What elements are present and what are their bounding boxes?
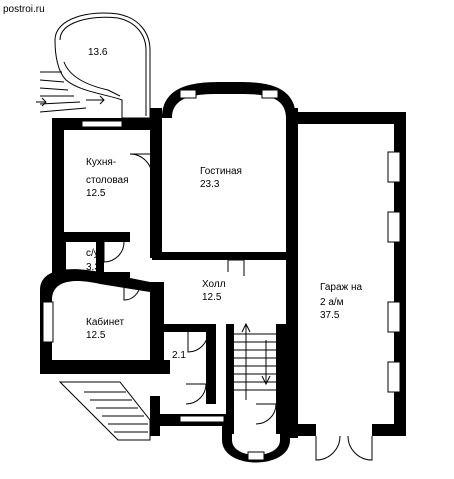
terrace-stairs [36,71,105,113]
room-label-hall: Холл 12.5 [202,279,228,303]
room-label-living: Гостиная 23.3 [200,166,245,190]
room-labels: 13.6 Кухня- столовая 12.5 Гостиная 23.3 … [86,47,365,361]
entry-stairs [58,381,178,441]
interior-stairs [234,322,276,400]
room-label-closet: 2.1 [172,350,186,361]
site-watermark: postroi.ru [3,4,45,15]
room-label-terrace: 13.6 [88,47,108,58]
terrace-area [36,12,151,119]
doors [103,153,373,461]
windows [42,89,401,461]
room-label-kitchen: Кухня- столовая 12.5 [86,157,131,199]
room-label-wc: с/у 3.3 [86,248,102,273]
room-label-study: Кабинет 12.5 [86,316,127,341]
room-label-garage: Гараж на 2 а/м 37.5 [320,282,365,321]
